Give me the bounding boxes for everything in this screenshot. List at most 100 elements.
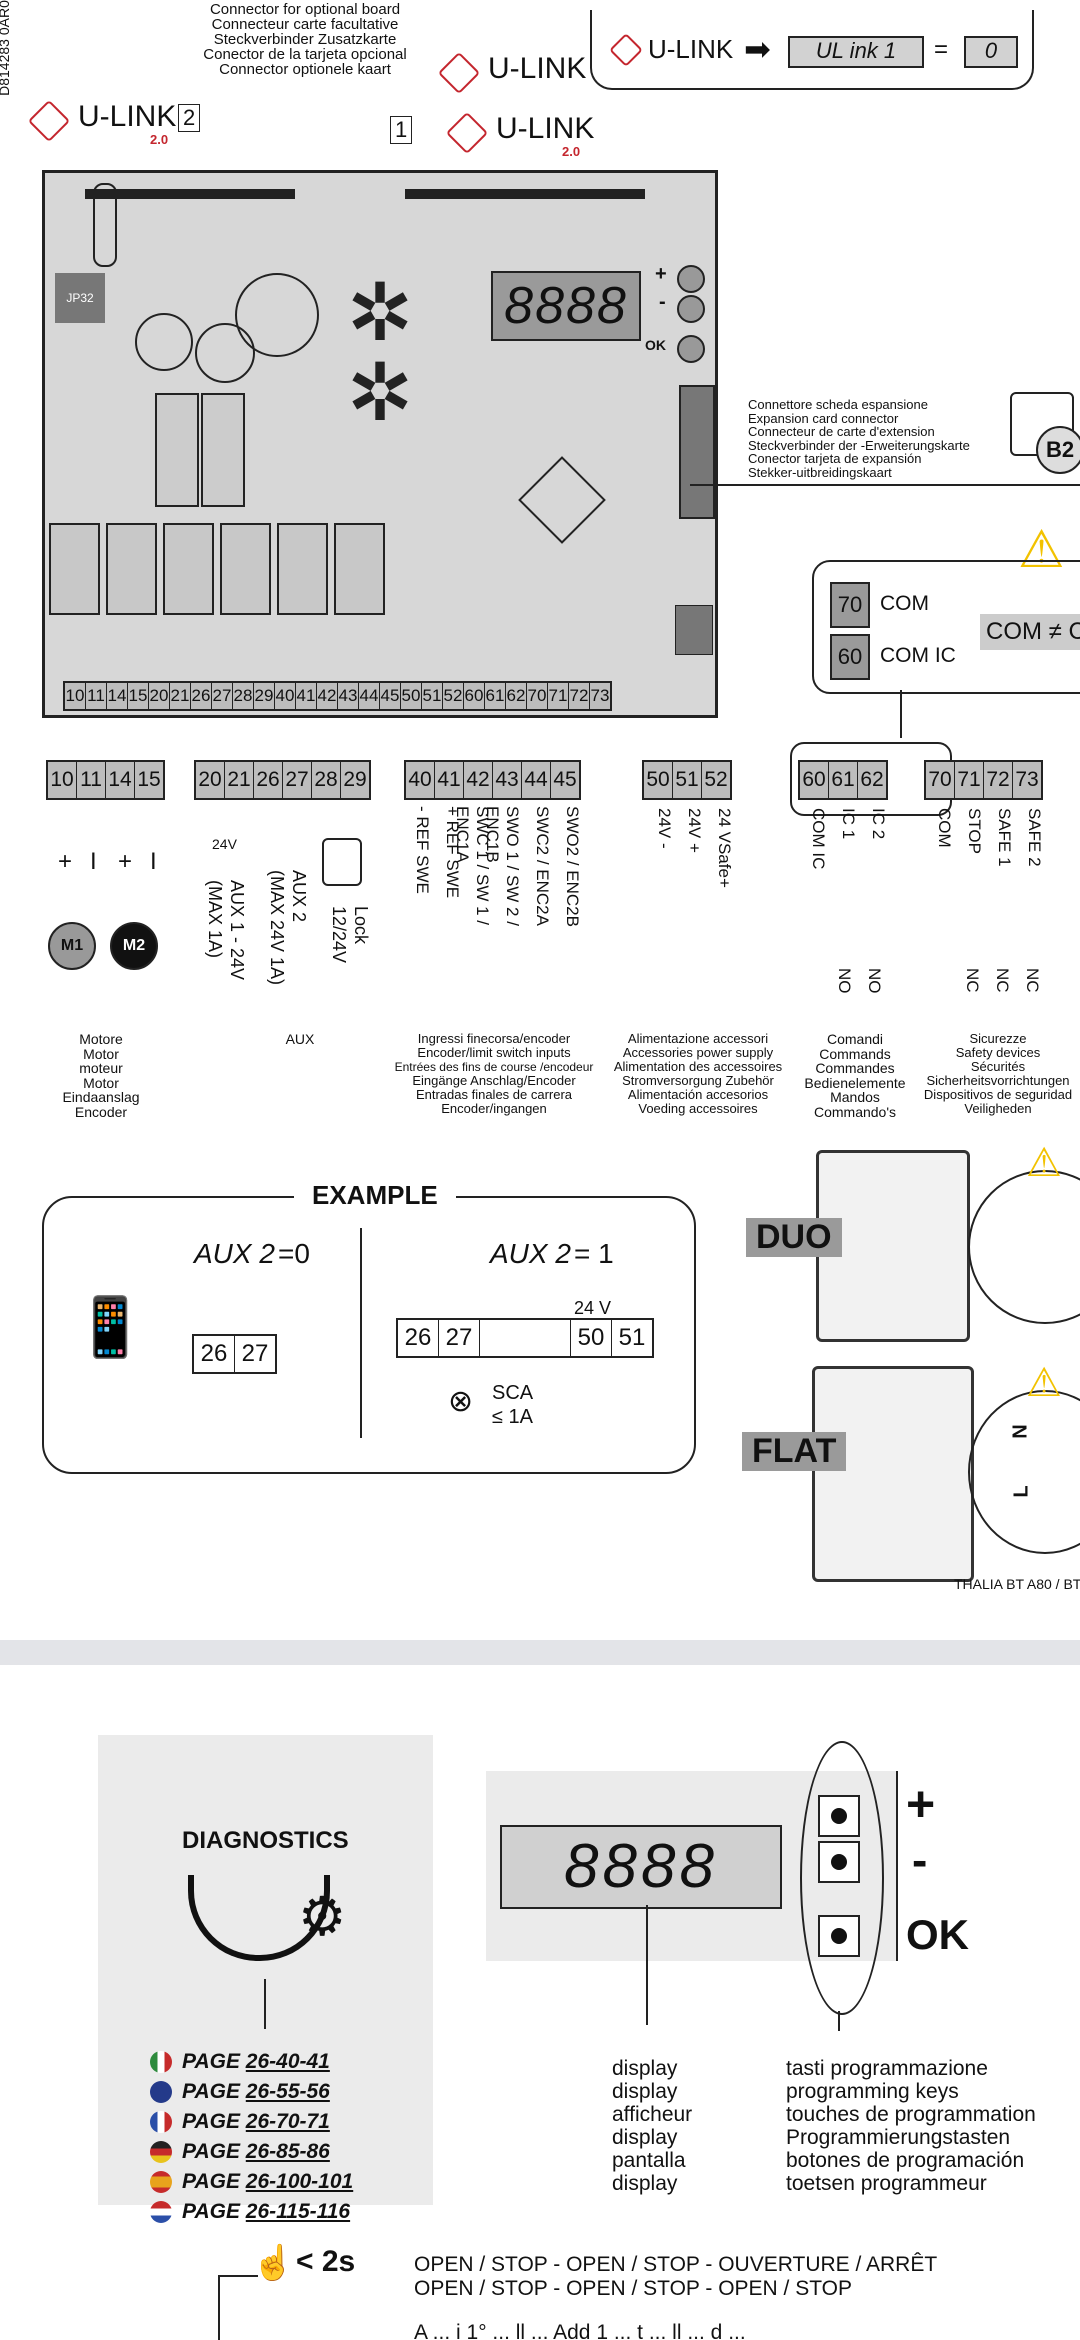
ok-key[interactable] [818, 1915, 860, 1957]
page-ref-en[interactable]: PAGE 26-55-56 [150, 2077, 353, 2107]
ulink-version: 2.0 [562, 144, 581, 159]
page-ref[interactable]: 26-100-101 [245, 2170, 354, 2193]
label-line: Conector de la tarjeta opcional [203, 46, 407, 63]
spain-flag-icon [150, 2171, 172, 2194]
ulink-brand: U-LINK [648, 34, 734, 64]
sca-limit: ≤ 1A [492, 1406, 533, 1428]
warning-icon: ⚠ [1018, 521, 1065, 579]
label-line: Expansion card connector [748, 410, 899, 426]
terminal: 11 [86, 683, 107, 709]
page-ref[interactable]: 26-70-71 [245, 2110, 330, 2133]
label-line: Eindaanslag [62, 1089, 140, 1105]
aux2-display-left: AUX 2 [194, 1238, 275, 1269]
commands-labels: Comandi Commands Commandes Bedienelement… [790, 1032, 920, 1119]
power-terminals: 50 51 52 [642, 760, 732, 800]
page-ref-fr[interactable]: PAGE 26-70-71 [150, 2107, 353, 2137]
label-line: Alimentation des accessoires [613, 1059, 783, 1074]
terminal: 45 [380, 683, 401, 709]
label-line: tasti programmazione [786, 2057, 988, 2080]
power-wire-labels: 24V - 24V + 24 VSafe+ [652, 808, 734, 888]
ulink-brand: U-LINK [488, 52, 587, 85]
aux-labels: AUX [210, 1032, 390, 1047]
minus-key[interactable] [818, 1841, 860, 1883]
board-plus-button[interactable] [677, 265, 705, 293]
label-line: Motor [83, 1045, 119, 1062]
hand-line [218, 2275, 258, 2277]
label-line: display [612, 2172, 678, 2195]
lock-icon [322, 838, 362, 886]
terminal: 70 [926, 762, 955, 798]
uk-flag-icon [150, 2081, 172, 2104]
transformer [155, 393, 199, 507]
page-ref-es[interactable]: PAGE 26-100-101 [150, 2167, 353, 2197]
page-ref[interactable]: 26-55-56 [245, 2080, 330, 2103]
germany-flag-icon [150, 2141, 172, 2164]
ulink-version: 2.0 [150, 132, 169, 147]
no-label: NO [835, 968, 854, 994]
board-minus-button[interactable] [677, 295, 705, 323]
wire-label: SWO 1 / SW 2 / ENC1B [483, 806, 522, 926]
france-flag-icon [150, 2111, 172, 2134]
label-line: Ingressi finecorsa/encoder [417, 1031, 571, 1046]
aux1-text: AUX 1 - 24V [227, 880, 247, 981]
label-line: AUX [285, 1031, 315, 1047]
plus-key[interactable] [818, 1795, 860, 1837]
terminal: 43 [493, 762, 522, 798]
board-display: 8888 [491, 271, 641, 341]
ulink-logo-top: U-LINK [437, 51, 586, 95]
page-ref-it[interactable]: PAGE 26-40-41 [150, 2047, 353, 2077]
wire-label: COM [935, 808, 954, 848]
board-ok-button[interactable] [677, 335, 705, 363]
hand-line-vertical [218, 2275, 220, 2340]
transformer [201, 393, 245, 507]
ulink-icon [27, 99, 71, 143]
keys-labels: tasti programmazione programming keys to… [786, 2057, 1036, 2195]
page-separator [0, 1640, 1080, 1665]
label-line: Sicherheitsvorrichtungen [926, 1073, 1070, 1088]
hand-press-icon: ☝ [252, 2244, 295, 2282]
page-ref-de[interactable]: PAGE 26-85-86 [150, 2137, 353, 2167]
aux2-max-text: (MAX 24V 1A) [267, 870, 287, 986]
board-terminal-strip: 10 11 14 15 20 21 26 27 28 29 40 41 42 4… [63, 681, 612, 711]
page-ref-nl[interactable]: PAGE 26-115-116 [150, 2197, 353, 2227]
terminal: 72 [569, 683, 590, 709]
commands-terminals: 60 61 62 [798, 760, 888, 800]
terminal: 50 [644, 762, 673, 798]
terminal: 45 [553, 768, 577, 791]
page-ref[interactable]: 26-85-86 [245, 2140, 330, 2163]
page-ref[interactable]: 26-40-41 [245, 2050, 330, 2073]
label-line: Conector tarjeta de expansión [748, 451, 922, 466]
manual-page-wiring: D814283 0AR0 Connector for optional boar… [0, 0, 1080, 1592]
ulink-value: 0 [964, 36, 1018, 68]
terminal: 60 [464, 683, 485, 709]
label-line: botones de programación [786, 2149, 1025, 2172]
com-ic-box: 70 COM 60 COM IC COM ≠ CO [812, 560, 1080, 694]
n-label: N [1009, 1424, 1032, 1439]
diagnostics-title: DIAGNOSTICS [182, 1827, 349, 1854]
label-line: Encoder [74, 1103, 128, 1120]
page-ref[interactable]: 26-115-116 [245, 2200, 351, 2223]
terminal: 61 [485, 683, 506, 709]
expansion-ref-badge: B2 [1036, 426, 1080, 474]
wire-label: SAFE 2 [1025, 808, 1044, 867]
plus-sign: + [118, 848, 133, 875]
terminal: 51 [422, 683, 443, 709]
page-prefix: PAGE [182, 2050, 246, 2073]
ulink-logo-1: 1 U-LINK 2.0 [390, 111, 594, 159]
label-line: moteur [79, 1060, 123, 1076]
wire-label: IC 2 [869, 808, 888, 840]
motor-terminals: 10 11 14 15 [46, 760, 165, 800]
page-prefix: PAGE [182, 2080, 246, 2103]
diagnostics-page-list: PAGE 26-40-41 PAGE 26-55-56 PAGE 26-70-7… [150, 2047, 353, 2227]
label-line: Veiligheden [964, 1101, 1032, 1116]
wire-label: STOP [965, 808, 984, 854]
terminal: 26 [194, 1336, 235, 1372]
safety-wire-labels: COM STOP SAFE 1 SAFE 2 [932, 808, 1044, 867]
diagnostics-arrow [264, 1979, 266, 2029]
aux2-display-right: AUX 2 [490, 1238, 571, 1269]
label-line: Safety devices [955, 1045, 1041, 1060]
minus-sign: I [90, 848, 97, 875]
terminal: 44 [359, 683, 380, 709]
keys-oval [800, 1741, 884, 2015]
label-line: Alimentazione accessori [627, 1031, 769, 1046]
